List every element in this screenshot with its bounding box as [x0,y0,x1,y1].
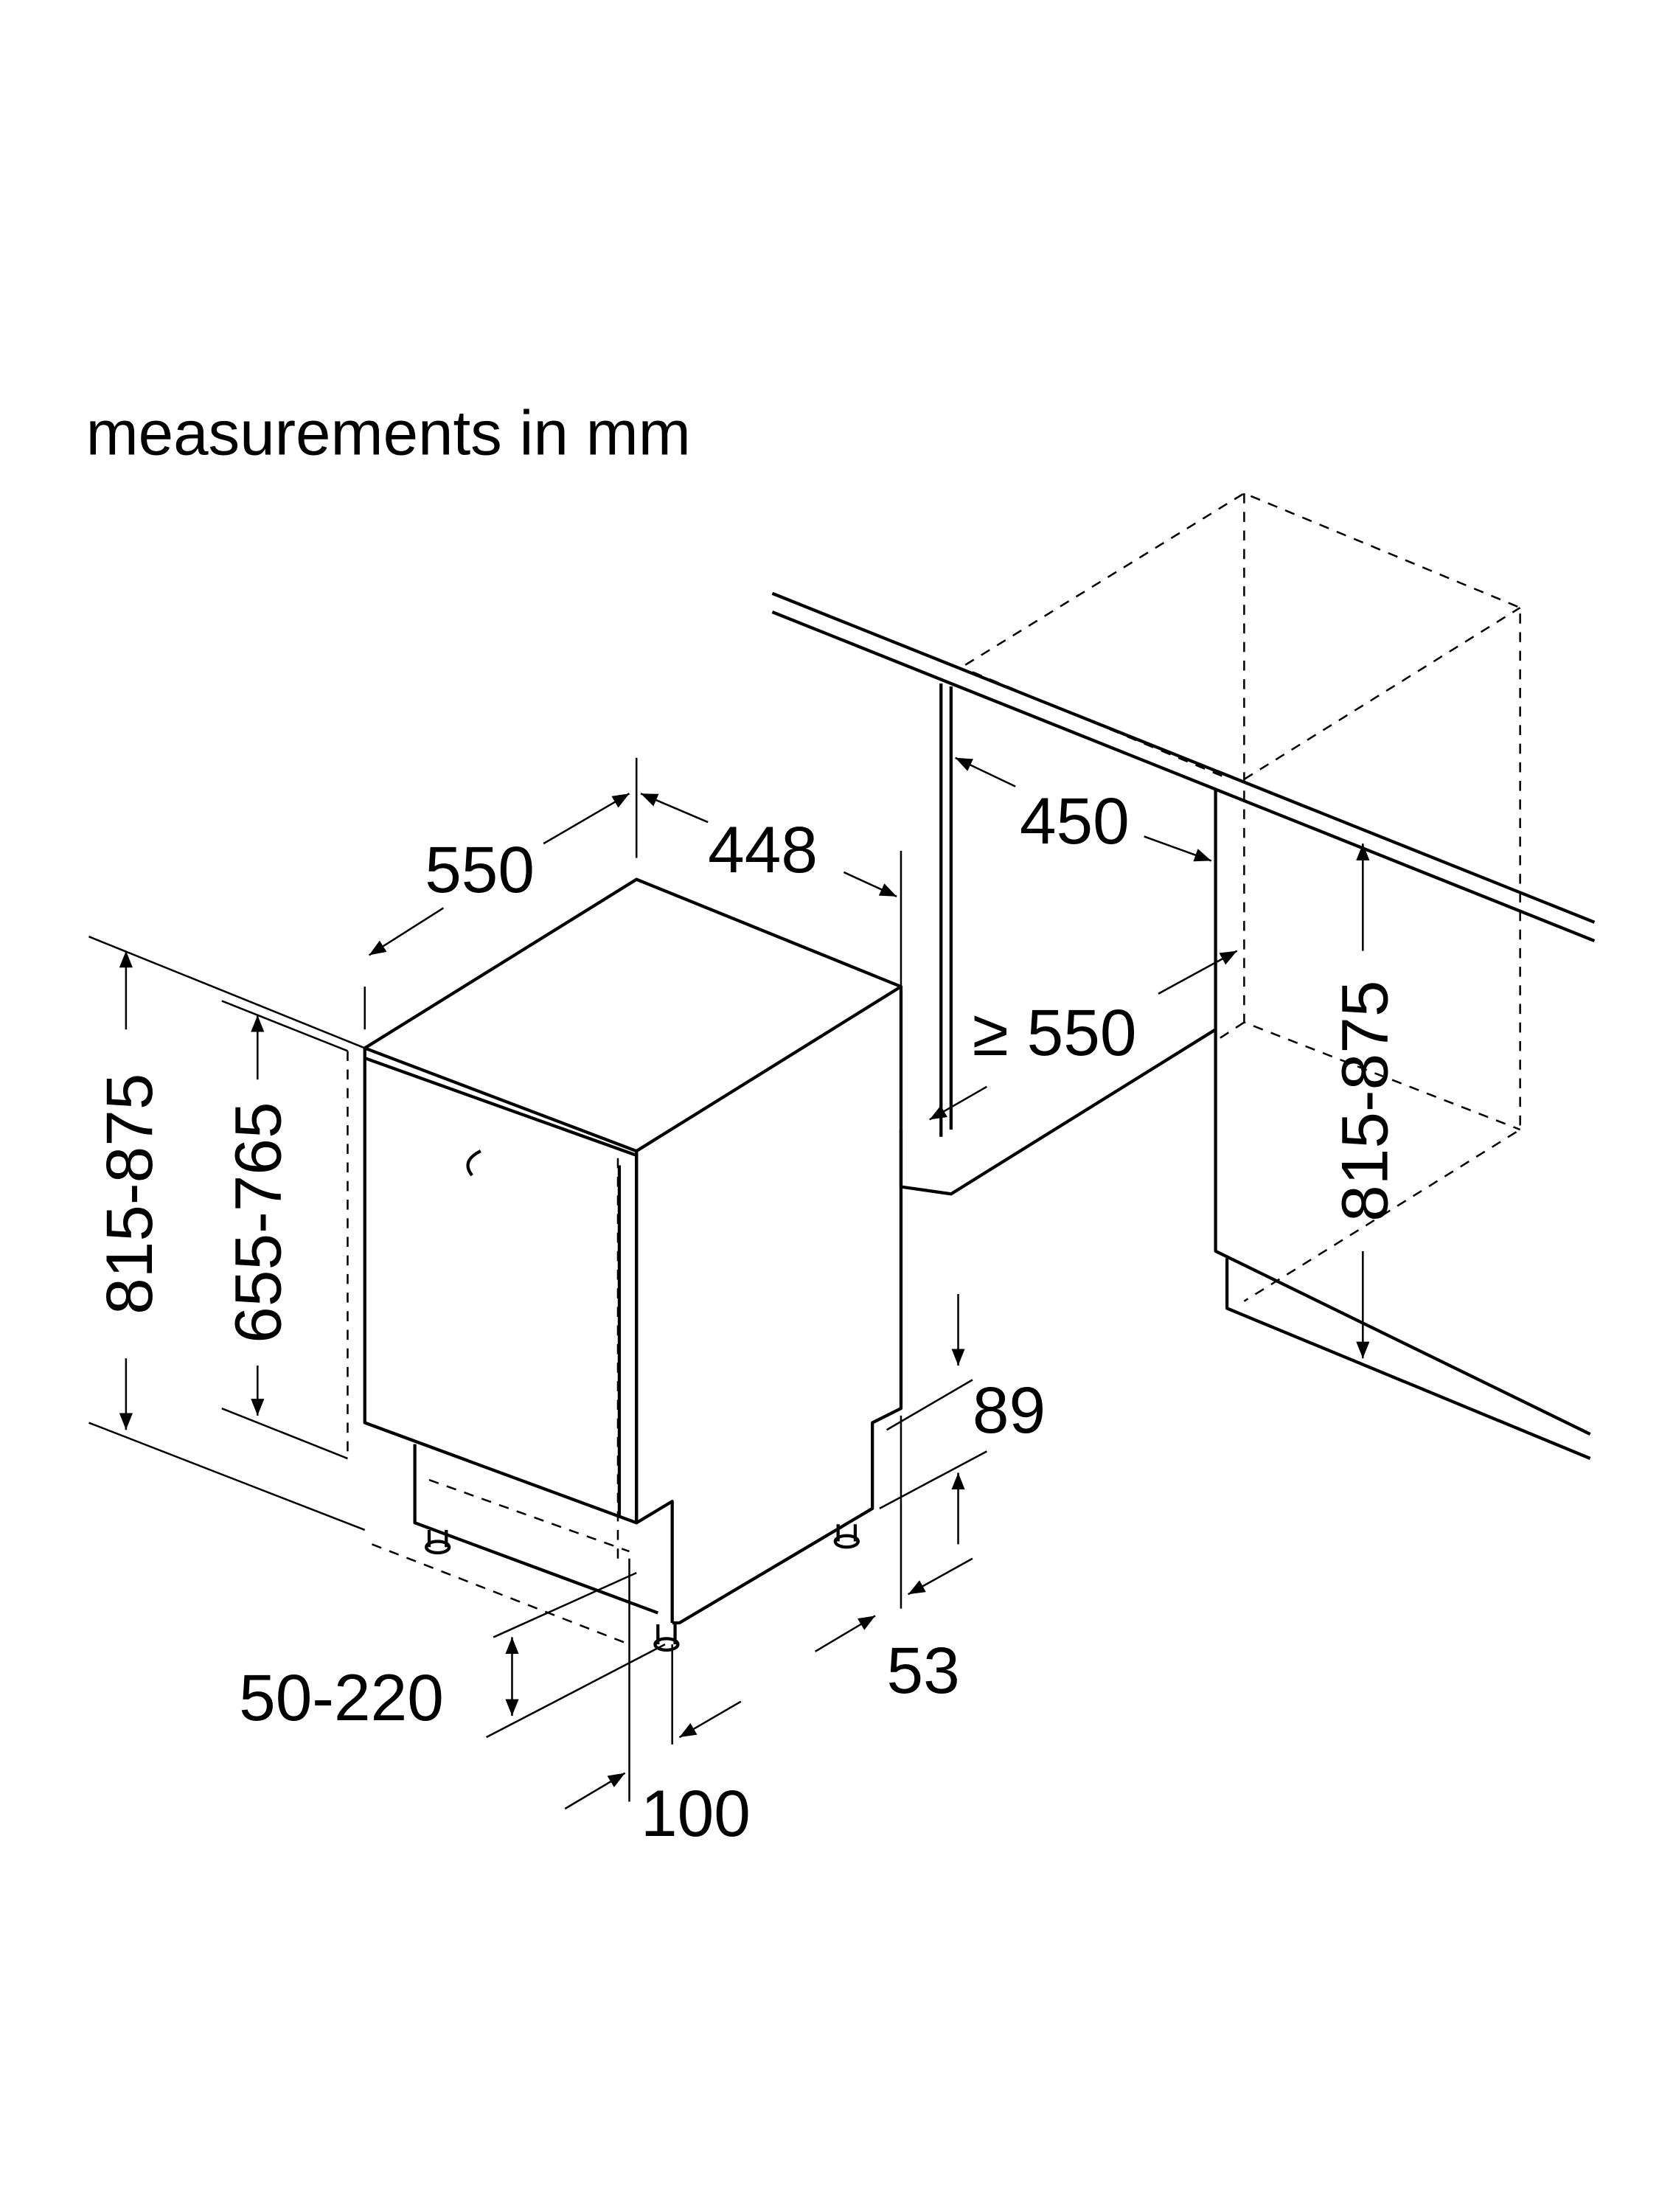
dim-815-875-right: 815-875 [1327,981,1401,1222]
dim-50-220: 50-220 [239,1660,444,1734]
dishwasher-body [347,877,903,1652]
dim-448-width: 448 [708,813,818,886]
door-handle-icon [466,1150,481,1177]
dim-815-875-left: 815-875 [92,1074,166,1315]
dim-89: 89 [973,1373,1046,1447]
dim-550-depth: 550 [425,832,535,906]
kitchen-niche [771,492,1596,1460]
dim-53: 53 [887,1633,960,1707]
diagram-title: measurements in mm [86,399,691,469]
dimension-lines [88,757,1370,1810]
dim-450-niche-width: 450 [1020,784,1130,858]
dim-655-765: 655-765 [220,1102,294,1343]
dim-550-niche-depth: ≥ 550 [973,995,1137,1069]
dim-100: 100 [641,1776,751,1850]
